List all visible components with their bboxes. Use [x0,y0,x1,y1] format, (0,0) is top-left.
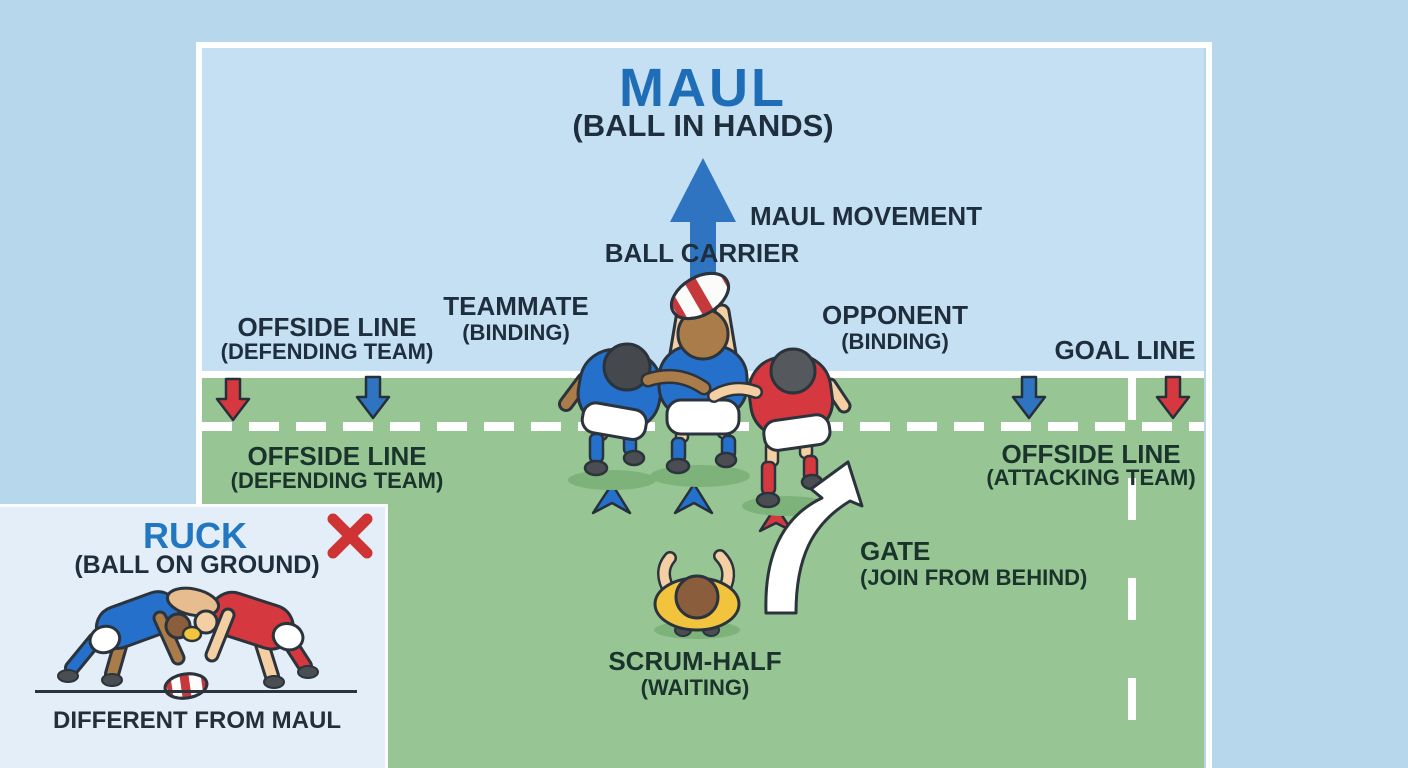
teammate-figure [558,342,664,477]
gate-sublabel: (JOIN FROM BEHIND) [860,565,1088,590]
ruck-title: RUCK [143,515,247,556]
goal-dashed-line [1128,378,1136,768]
offside-line-sky-sublabel: (DEFENDING TEAM) [220,339,434,364]
scrum-half-illustration [653,549,741,639]
offside-marker-blue-arrow-icon [1011,375,1047,420]
maul-movement-label: MAUL MOVEMENT [750,201,983,231]
opponent-sublabel: (BINDING) [841,329,949,354]
rugby-ball-icon [664,264,737,328]
gate-arrow-icon [764,460,864,615]
opponent-figure [747,347,852,509]
ball-carrier-label: BALL CARRIER [604,238,800,268]
ruck-caption: DIFFERENT FROM MAUL [53,707,341,734]
offside-marker-blue-arrow-icon [355,375,391,420]
binding-arms [640,368,763,403]
player-direction-triangles-icon [591,482,794,533]
offside-line-sky-label: OFFSIDE LINE [237,312,417,342]
opponent-label: OPPONENT [822,300,968,330]
offside-marker-red-arrow-icon [215,377,251,422]
ruck-illustration [57,586,319,700]
scrum-half-sublabel: (WAITING) [640,675,750,700]
ruck-ball-icon [163,671,209,700]
page-title: MAUL [619,58,787,118]
teammate-label: TEAMMATE [443,291,589,321]
offside-attacking-sublabel: (ATTACKING TEAM) [986,465,1196,490]
goal-line-label: GOAL LINE [1054,335,1196,365]
ruck-ground-line [35,690,357,693]
teammate-sublabel: (BINDING) [462,320,570,345]
offside-defending-label: OFFSIDE LINE [247,441,427,471]
offside-attacking-label: OFFSIDE LINE [1001,439,1181,469]
offside-defending-sublabel: (DEFENDING TEAM) [230,468,444,493]
maul-movement-arrow-icon [670,158,736,308]
scrum-half-label: SCRUM-HALF [608,646,782,676]
maul-players-illustration [558,264,852,516]
gate-label: GATE [860,536,931,566]
red-x-icon [327,513,373,559]
page-subtitle: (BALL IN HANDS) [572,108,834,143]
offside-marker-red-arrow-icon [1155,375,1191,420]
